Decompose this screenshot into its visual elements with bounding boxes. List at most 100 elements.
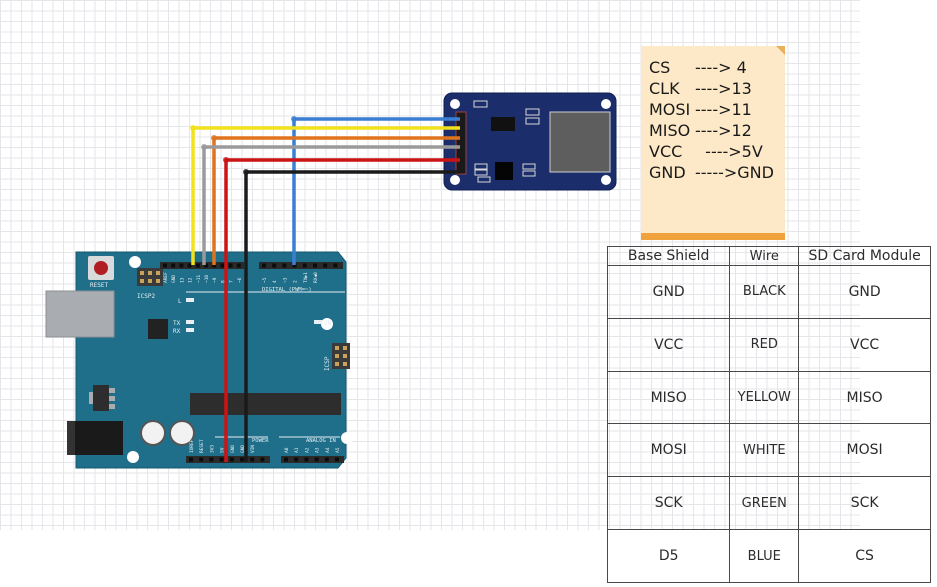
pin-label: GND xyxy=(171,275,177,283)
pin-label: ~6 xyxy=(237,277,243,283)
cell-wire: YELLOW xyxy=(729,370,800,425)
header-pin[interactable] xyxy=(272,263,277,268)
regulator-tab xyxy=(89,392,93,404)
pin-label: ~5 xyxy=(262,277,268,283)
pin-label: GND xyxy=(240,445,246,453)
header-pin[interactable] xyxy=(294,457,299,462)
wire-bend-point xyxy=(190,125,196,131)
header-pin[interactable] xyxy=(163,263,167,268)
wire-bend-point xyxy=(291,116,297,122)
header-pin[interactable] xyxy=(302,263,307,268)
cell-sd-module: GND xyxy=(798,265,931,319)
header-base-shield: Base Shield xyxy=(606,246,731,266)
cell-base-shield: MISO xyxy=(606,370,731,425)
pin-label: A0 xyxy=(284,447,290,453)
header-pin[interactable] xyxy=(262,263,266,268)
header-pin[interactable] xyxy=(204,263,208,268)
note-line: MISO---->12 xyxy=(649,120,774,141)
header-pin[interactable] xyxy=(324,457,329,462)
icsp-header xyxy=(332,343,350,369)
header-pin[interactable] xyxy=(236,263,241,268)
wire-blue[interactable] xyxy=(292,117,460,265)
header-pin[interactable] xyxy=(199,457,204,462)
pin-label: IOREF xyxy=(189,439,195,453)
wire-orange[interactable] xyxy=(212,136,460,265)
pin-label: A2 xyxy=(304,447,310,453)
header-pin[interactable] xyxy=(220,263,225,268)
header-pin[interactable] xyxy=(187,263,192,268)
regulator-pin xyxy=(109,404,115,409)
header-pin[interactable] xyxy=(333,263,338,268)
header-pin[interactable] xyxy=(335,457,339,462)
pin-label: VIN xyxy=(250,445,256,453)
cell-wire: GREEN xyxy=(729,476,800,531)
header-wire: Wire xyxy=(729,246,800,266)
pin-label: RX◀0 xyxy=(313,272,319,283)
mounting-hole xyxy=(601,175,611,185)
note-line: VCC ---->5V xyxy=(649,141,774,162)
header-pin[interactable] xyxy=(250,457,255,462)
cell-base-shield: D5 xyxy=(606,529,731,583)
header-pin[interactable] xyxy=(179,263,184,268)
regulator-chip xyxy=(491,117,515,131)
pin-label: A3 xyxy=(315,447,321,453)
header-pin[interactable] xyxy=(229,457,234,462)
pin-label: 13 xyxy=(179,277,185,283)
reset-button-cap[interactable] xyxy=(94,261,108,275)
header-pin[interactable] xyxy=(260,457,265,462)
cell-base-shield: MOSI xyxy=(606,423,731,478)
wire-gray[interactable] xyxy=(202,145,460,265)
pin-label: 5V xyxy=(220,447,226,453)
note-signal: CLK xyxy=(649,79,680,98)
mounting-hole xyxy=(341,432,353,444)
note-target: ---->12 xyxy=(695,121,752,140)
header-pin[interactable] xyxy=(240,457,244,462)
mounting-hole xyxy=(127,451,139,463)
header-pin[interactable] xyxy=(314,457,319,462)
header-pin[interactable] xyxy=(195,263,200,268)
pin-label: ~3 xyxy=(282,277,288,283)
icsp2-label: ICSP2 xyxy=(137,293,155,300)
note-signal: MOSI xyxy=(649,100,691,119)
note-signal: VCC xyxy=(649,142,683,161)
header-pin[interactable] xyxy=(228,263,233,268)
digital-header-left xyxy=(160,262,244,269)
cell-wire: WHITE xyxy=(729,423,800,478)
note-line: CLK ---->13 xyxy=(649,78,774,99)
header-pin[interactable] xyxy=(282,263,287,268)
cell-sd-module: VCC xyxy=(798,317,931,372)
header-pin[interactable] xyxy=(219,457,224,462)
header-pin[interactable] xyxy=(284,457,288,462)
header-pin[interactable] xyxy=(171,263,176,268)
cell-base-shield: SCK xyxy=(606,476,731,531)
note-target: ---->13 xyxy=(695,79,752,98)
cell-wire: BLUE xyxy=(729,529,800,583)
header-pin[interactable] xyxy=(304,457,309,462)
pin-label: A1 xyxy=(294,447,300,453)
pin-label: AREF xyxy=(163,272,169,283)
wire-bend-point xyxy=(223,157,229,163)
atmega-chip xyxy=(190,393,341,415)
header-pin[interactable] xyxy=(323,263,328,268)
header-pin[interactable] xyxy=(313,263,317,268)
header-pin[interactable] xyxy=(189,457,193,462)
pin-label: A4 xyxy=(325,447,331,453)
header-pin[interactable] xyxy=(292,263,297,268)
icsp2-header xyxy=(137,268,163,286)
pin-label: ~9 xyxy=(212,277,218,283)
header-pin[interactable] xyxy=(209,457,214,462)
pin-label: ~11 xyxy=(196,275,202,283)
led-tx xyxy=(186,320,194,324)
led-l xyxy=(186,298,194,302)
mounting-hole xyxy=(450,99,460,109)
header-sd-card-module: SD Card Module xyxy=(798,246,931,266)
cell-wire: BLACK xyxy=(729,265,800,319)
note-line: MOSI---->11 xyxy=(649,99,774,120)
header-pin[interactable] xyxy=(212,263,217,268)
